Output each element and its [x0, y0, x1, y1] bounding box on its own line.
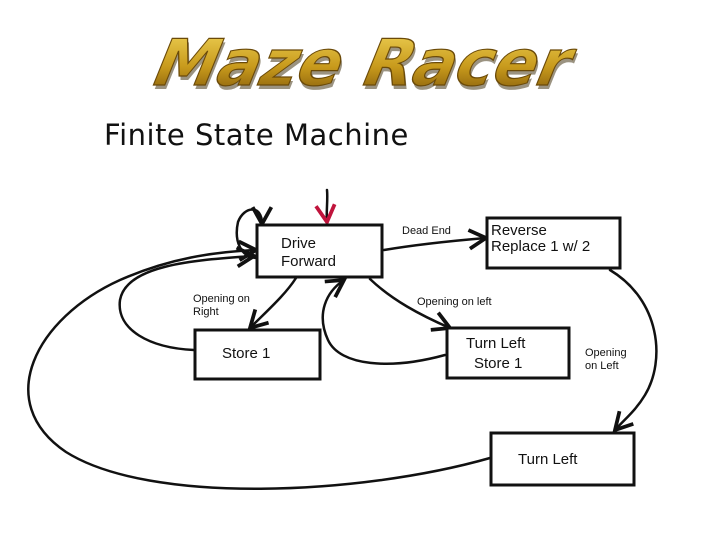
edge-label-opening-on-left-line1: Opening [585, 347, 627, 359]
state-reverse: Reverse Replace 1 w/ 2 [485, 216, 622, 270]
edge-dead-end [382, 238, 486, 252]
edge-opening-left [368, 277, 450, 328]
state-drive-forward: Drive Forward [255, 223, 384, 279]
state-store-1-label: Store 1 [222, 345, 270, 362]
page-subtitle: Finite State Machine [104, 118, 409, 152]
state-turn-left-label: Turn Left [518, 451, 578, 468]
state-drive-forward-line1: Drive [281, 235, 316, 252]
edge-store-return [118, 256, 254, 352]
edge-label-opening-left: Opening on left [417, 296, 492, 308]
state-reverse-line2: Replace 1 w/ 2 [491, 238, 590, 255]
state-turn-left-store-1: Turn Left Store 1 [445, 326, 571, 380]
edge-opening-right [250, 276, 298, 328]
state-turn-left: Turn Left [489, 431, 636, 487]
edge-label-dead-end: Dead End [402, 225, 451, 237]
edge-label-opening-on-left-line2: on Left [585, 360, 619, 372]
logo-text: Maze Racer [143, 30, 589, 104]
edge-label-opening-right-line2: Right [193, 306, 219, 318]
state-reverse-line1: Reverse [491, 222, 547, 239]
edge-turn-store-return [321, 280, 447, 365]
state-drive-forward-line2: Forward [281, 253, 336, 270]
state-store-1: Store 1 [193, 328, 322, 381]
logo-text-front: Maze Racer [141, 30, 587, 100]
edge-label-opening-right-line1: Opening on [193, 293, 250, 305]
edge-turn-left-return [27, 250, 492, 490]
edge-opening-on-left [608, 268, 658, 430]
maze-racer-logo: Maze Racer Maze Racer [141, 30, 589, 104]
start-arrow [327, 188, 328, 222]
state-turn-left-store-line1: Turn Left [466, 335, 526, 352]
state-turn-left-store-line2: Store 1 [474, 355, 522, 372]
